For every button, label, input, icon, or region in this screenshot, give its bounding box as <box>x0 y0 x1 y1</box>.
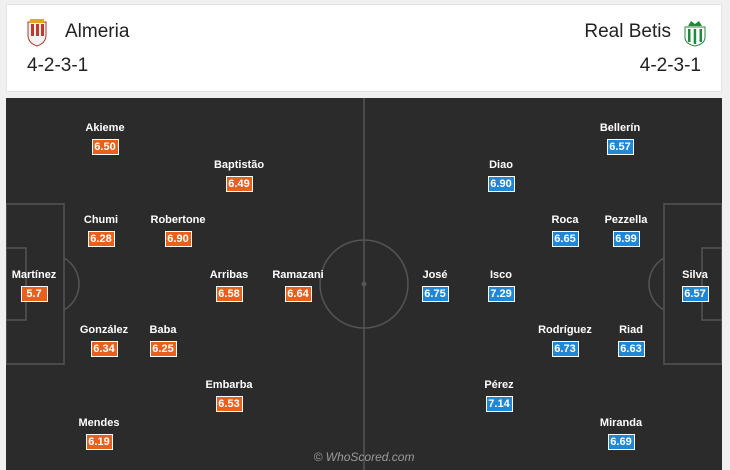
player-name: Riad <box>619 324 643 336</box>
match-header: Almeria 4-2-3-1 Real Betis 4-2-3-1 <box>6 4 722 92</box>
player-name: Pérez <box>484 379 514 391</box>
player-name: González <box>79 324 129 336</box>
player-name: Silva <box>682 269 708 281</box>
home-player[interactable]: Martínez 5.7 <box>8 269 60 302</box>
home-player[interactable]: Akieme 6.50 <box>80 122 130 155</box>
home-player[interactable]: Arribas 6.58 <box>204 269 254 302</box>
away-player[interactable]: Pérez 7.14 <box>474 379 524 412</box>
player-rating: 6.53 <box>215 396 243 412</box>
home-player[interactable]: Baba 6.25 <box>138 324 188 357</box>
home-team-name[interactable]: Almeria <box>65 21 130 42</box>
player-name: Robertone <box>150 214 206 226</box>
player-rating: 6.99 <box>612 231 640 247</box>
away-player[interactable]: Roca 6.65 <box>540 214 590 247</box>
home-player[interactable]: Baptistão 6.49 <box>204 159 274 192</box>
player-rating: 6.28 <box>87 231 115 247</box>
almeria-crest-icon <box>27 19 47 47</box>
home-player[interactable]: Robertone 6.90 <box>138 214 218 247</box>
player-name: Mendes <box>78 417 120 429</box>
home-player[interactable]: Ramazani 6.64 <box>268 269 328 302</box>
player-name: Baptistão <box>213 159 265 171</box>
player-rating: 6.34 <box>90 341 118 357</box>
player-rating: 6.69 <box>607 434 635 450</box>
away-team-name[interactable]: Real Betis <box>584 21 671 42</box>
player-rating: 6.73 <box>551 341 579 357</box>
player-rating: 6.90 <box>487 176 515 192</box>
player-rating: 7.29 <box>487 286 515 302</box>
player-rating: 6.75 <box>421 286 449 302</box>
home-player[interactable]: Embarba 6.53 <box>204 379 254 412</box>
away-player[interactable]: Diao 6.90 <box>476 159 526 192</box>
player-rating: 6.50 <box>91 139 119 155</box>
player-name: José <box>422 269 448 281</box>
player-name: Embarba <box>205 379 253 391</box>
player-name: Baba <box>149 324 177 336</box>
player-rating: 7.14 <box>485 396 513 412</box>
away-player[interactable]: Rodríguez 6.73 <box>518 324 612 357</box>
away-player[interactable]: Pezzella 6.99 <box>596 214 656 247</box>
away-player[interactable]: José 6.75 <box>410 269 460 302</box>
player-rating: 6.19 <box>85 434 113 450</box>
player-rating: 5.7 <box>20 286 48 302</box>
player-rating: 6.58 <box>215 286 243 302</box>
real-betis-crest-icon <box>684 21 706 47</box>
player-name: Bellerín <box>599 122 641 134</box>
away-player[interactable]: Riad 6.63 <box>606 324 656 357</box>
player-rating: 6.63 <box>617 341 645 357</box>
home-player[interactable]: Chumi 6.28 <box>76 214 126 247</box>
player-rating: 6.25 <box>149 341 177 357</box>
home-player[interactable]: González 6.34 <box>74 324 134 357</box>
player-rating: 6.57 <box>606 139 634 155</box>
player-name: Rodríguez <box>538 324 592 336</box>
home-formation: 4-2-3-1 <box>27 55 89 76</box>
player-name: Arribas <box>209 269 249 281</box>
player-rating: 6.57 <box>681 286 709 302</box>
player-name: Miranda <box>599 417 643 429</box>
player-rating: 6.49 <box>225 176 253 192</box>
away-player[interactable]: Miranda 6.69 <box>594 417 648 450</box>
player-rating: 6.64 <box>284 286 312 302</box>
home-player[interactable]: Mendes 6.19 <box>74 417 124 450</box>
away-player[interactable]: Silva 6.57 <box>670 269 720 302</box>
away-formation: 4-2-3-1 <box>639 55 701 76</box>
whoscored-watermark: © WhoScored.com <box>313 450 415 464</box>
away-player[interactable]: Isco 7.29 <box>476 269 526 302</box>
away-player[interactable]: Bellerín 6.57 <box>594 122 646 155</box>
player-name: Roca <box>551 214 579 226</box>
pitch-lines <box>6 98 722 470</box>
player-name: Isco <box>489 269 512 281</box>
player-rating: 6.90 <box>164 231 192 247</box>
player-name: Pezzella <box>604 214 648 226</box>
pitch: Akieme 6.50 Baptistão 6.49 Chumi 6.28 Ro… <box>6 98 722 470</box>
player-name: Ramazani <box>272 269 324 281</box>
player-name: Chumi <box>83 214 119 226</box>
player-name: Diao <box>489 159 513 171</box>
player-name: Martínez <box>11 269 57 281</box>
player-rating: 6.65 <box>551 231 579 247</box>
player-name: Akieme <box>85 122 125 134</box>
